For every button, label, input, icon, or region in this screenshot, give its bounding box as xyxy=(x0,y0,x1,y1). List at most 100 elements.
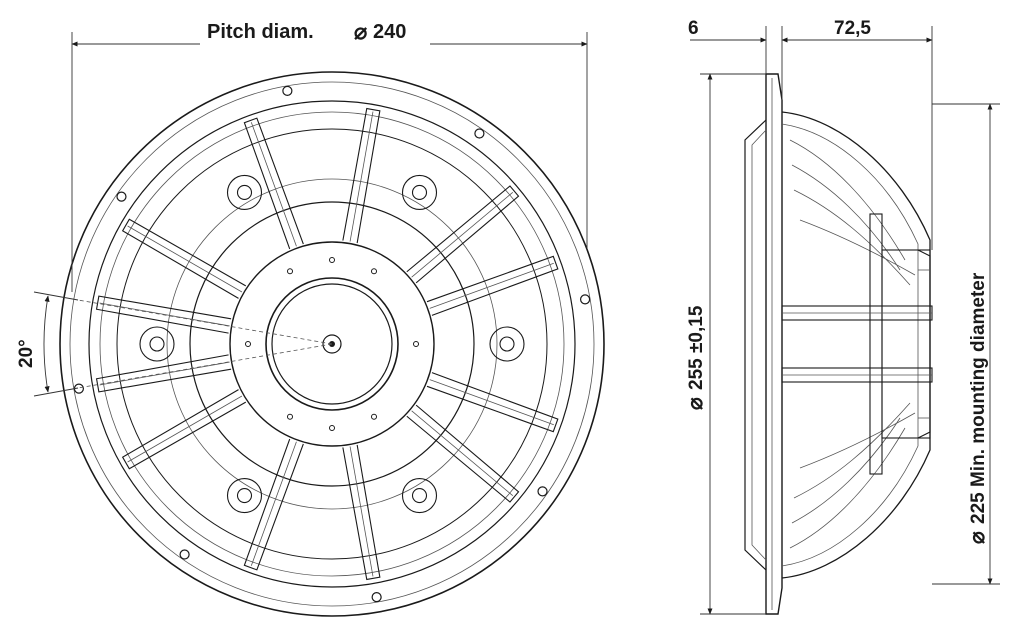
spoke-ridge xyxy=(127,395,243,463)
angle-ext-upper xyxy=(33,291,79,301)
spoke-ridge xyxy=(411,410,514,497)
mounting-diameter-dimension: ⌀ 225 Min. mounting diameter xyxy=(932,103,1000,585)
spoke-ridge xyxy=(411,191,514,278)
lobe-hole xyxy=(499,336,515,352)
mounting-hole xyxy=(179,549,190,560)
outer-rim xyxy=(59,71,605,617)
spoke xyxy=(121,389,247,470)
angle-arc xyxy=(43,295,50,393)
spoke xyxy=(243,438,304,571)
rib xyxy=(799,219,916,276)
spoke xyxy=(342,107,381,244)
spoke xyxy=(95,295,232,334)
spoke-ridge xyxy=(349,111,374,242)
spoke-ridge xyxy=(127,225,243,293)
spoke-ridge xyxy=(99,361,230,386)
flange-lip xyxy=(744,119,767,571)
spoke-ridge xyxy=(429,262,554,309)
magnet-lobes xyxy=(139,174,525,514)
flange-lip-inner xyxy=(751,129,767,561)
top-dimensions: 6 72,5 xyxy=(688,18,933,250)
flange xyxy=(765,73,783,615)
angle-line-lower xyxy=(77,343,333,389)
mounting-hole xyxy=(282,85,293,97)
pitch-label-bg xyxy=(200,14,430,48)
outer-label-bg xyxy=(680,252,706,412)
lobe xyxy=(401,478,438,514)
center-hole xyxy=(322,334,342,354)
outer-diameter-label: 255 ±0,15 xyxy=(686,305,707,390)
motor-stack xyxy=(781,213,933,475)
lobe xyxy=(139,326,175,362)
spoke xyxy=(342,444,381,581)
lobe-hole xyxy=(149,336,165,352)
mounting-hole xyxy=(579,294,591,305)
rib xyxy=(791,417,901,524)
side-view: 6 72,5 ⌀ 255 ±0,15 ⌀ 225 Min. mounting d… xyxy=(680,18,1000,615)
rib xyxy=(793,189,911,286)
rib xyxy=(793,402,911,499)
spoke-ridge xyxy=(99,302,230,327)
mounting-diameter-label: 225 Min. mounting diameter xyxy=(968,272,989,524)
pole-outer xyxy=(265,277,399,411)
basket-spokes xyxy=(95,107,559,581)
lobe xyxy=(226,478,263,514)
angle-dimension: 20° xyxy=(16,291,333,397)
spoke-ridge xyxy=(250,122,297,247)
top-plate xyxy=(229,241,435,447)
flange-thickness-label: 6 xyxy=(688,18,699,39)
plate-hole xyxy=(413,341,419,347)
spoke-ridge xyxy=(349,446,374,577)
lobe-hole xyxy=(236,488,253,504)
angle-label: 20° xyxy=(16,339,37,368)
pitch-dimension: Pitch diam. ⌀ 240 xyxy=(71,14,588,292)
plate-hole xyxy=(287,413,293,420)
angle-ext-lower xyxy=(33,387,79,397)
spoke-ridge xyxy=(250,441,297,566)
pole-inner xyxy=(271,283,393,405)
pitch-value: 240 xyxy=(373,21,406,43)
rib xyxy=(789,427,906,549)
motor-ring xyxy=(189,201,475,487)
spoke xyxy=(426,372,559,433)
spoke xyxy=(121,218,247,299)
diameter-symbol: ⌀ xyxy=(354,19,368,44)
diameter-symbol: ⌀ xyxy=(966,531,989,544)
basket-ribs xyxy=(789,139,916,549)
basket-shell xyxy=(781,111,931,579)
plate-hole xyxy=(329,257,335,263)
diameter-symbol: ⌀ xyxy=(684,397,707,410)
lobe-hole xyxy=(236,184,253,200)
plate-hole xyxy=(245,341,251,347)
spoke xyxy=(243,117,304,250)
spoke xyxy=(95,354,232,393)
spoke xyxy=(406,404,520,503)
basket-shell-inner xyxy=(781,123,919,567)
lobe xyxy=(226,174,263,210)
magnet-edge xyxy=(917,249,931,439)
lobe xyxy=(401,174,438,210)
angle-line-upper xyxy=(77,299,333,345)
plate-hole xyxy=(329,425,335,431)
spoke xyxy=(406,185,520,284)
plate-hole xyxy=(371,268,377,275)
lobe-hole xyxy=(411,184,428,200)
spoke-ridge xyxy=(429,379,554,426)
spoke xyxy=(426,255,559,316)
pitch-label: Pitch diam. xyxy=(207,21,314,43)
lobe-hole xyxy=(411,488,428,504)
front-view: 20° Pitch diam. ⌀ 240 xyxy=(16,14,605,617)
basket-ring xyxy=(88,100,576,588)
mounting-label-bg xyxy=(958,166,986,546)
rib xyxy=(789,139,906,261)
plate-hole xyxy=(371,413,377,420)
plate-holes xyxy=(245,257,419,431)
basket-inner-ring xyxy=(99,111,565,577)
depth-label: 72,5 xyxy=(834,18,871,39)
mounting-hole xyxy=(474,128,485,139)
plate-hole xyxy=(287,268,293,275)
mounting-hole xyxy=(371,591,382,603)
rib xyxy=(799,412,916,469)
surround-ring xyxy=(116,128,548,560)
